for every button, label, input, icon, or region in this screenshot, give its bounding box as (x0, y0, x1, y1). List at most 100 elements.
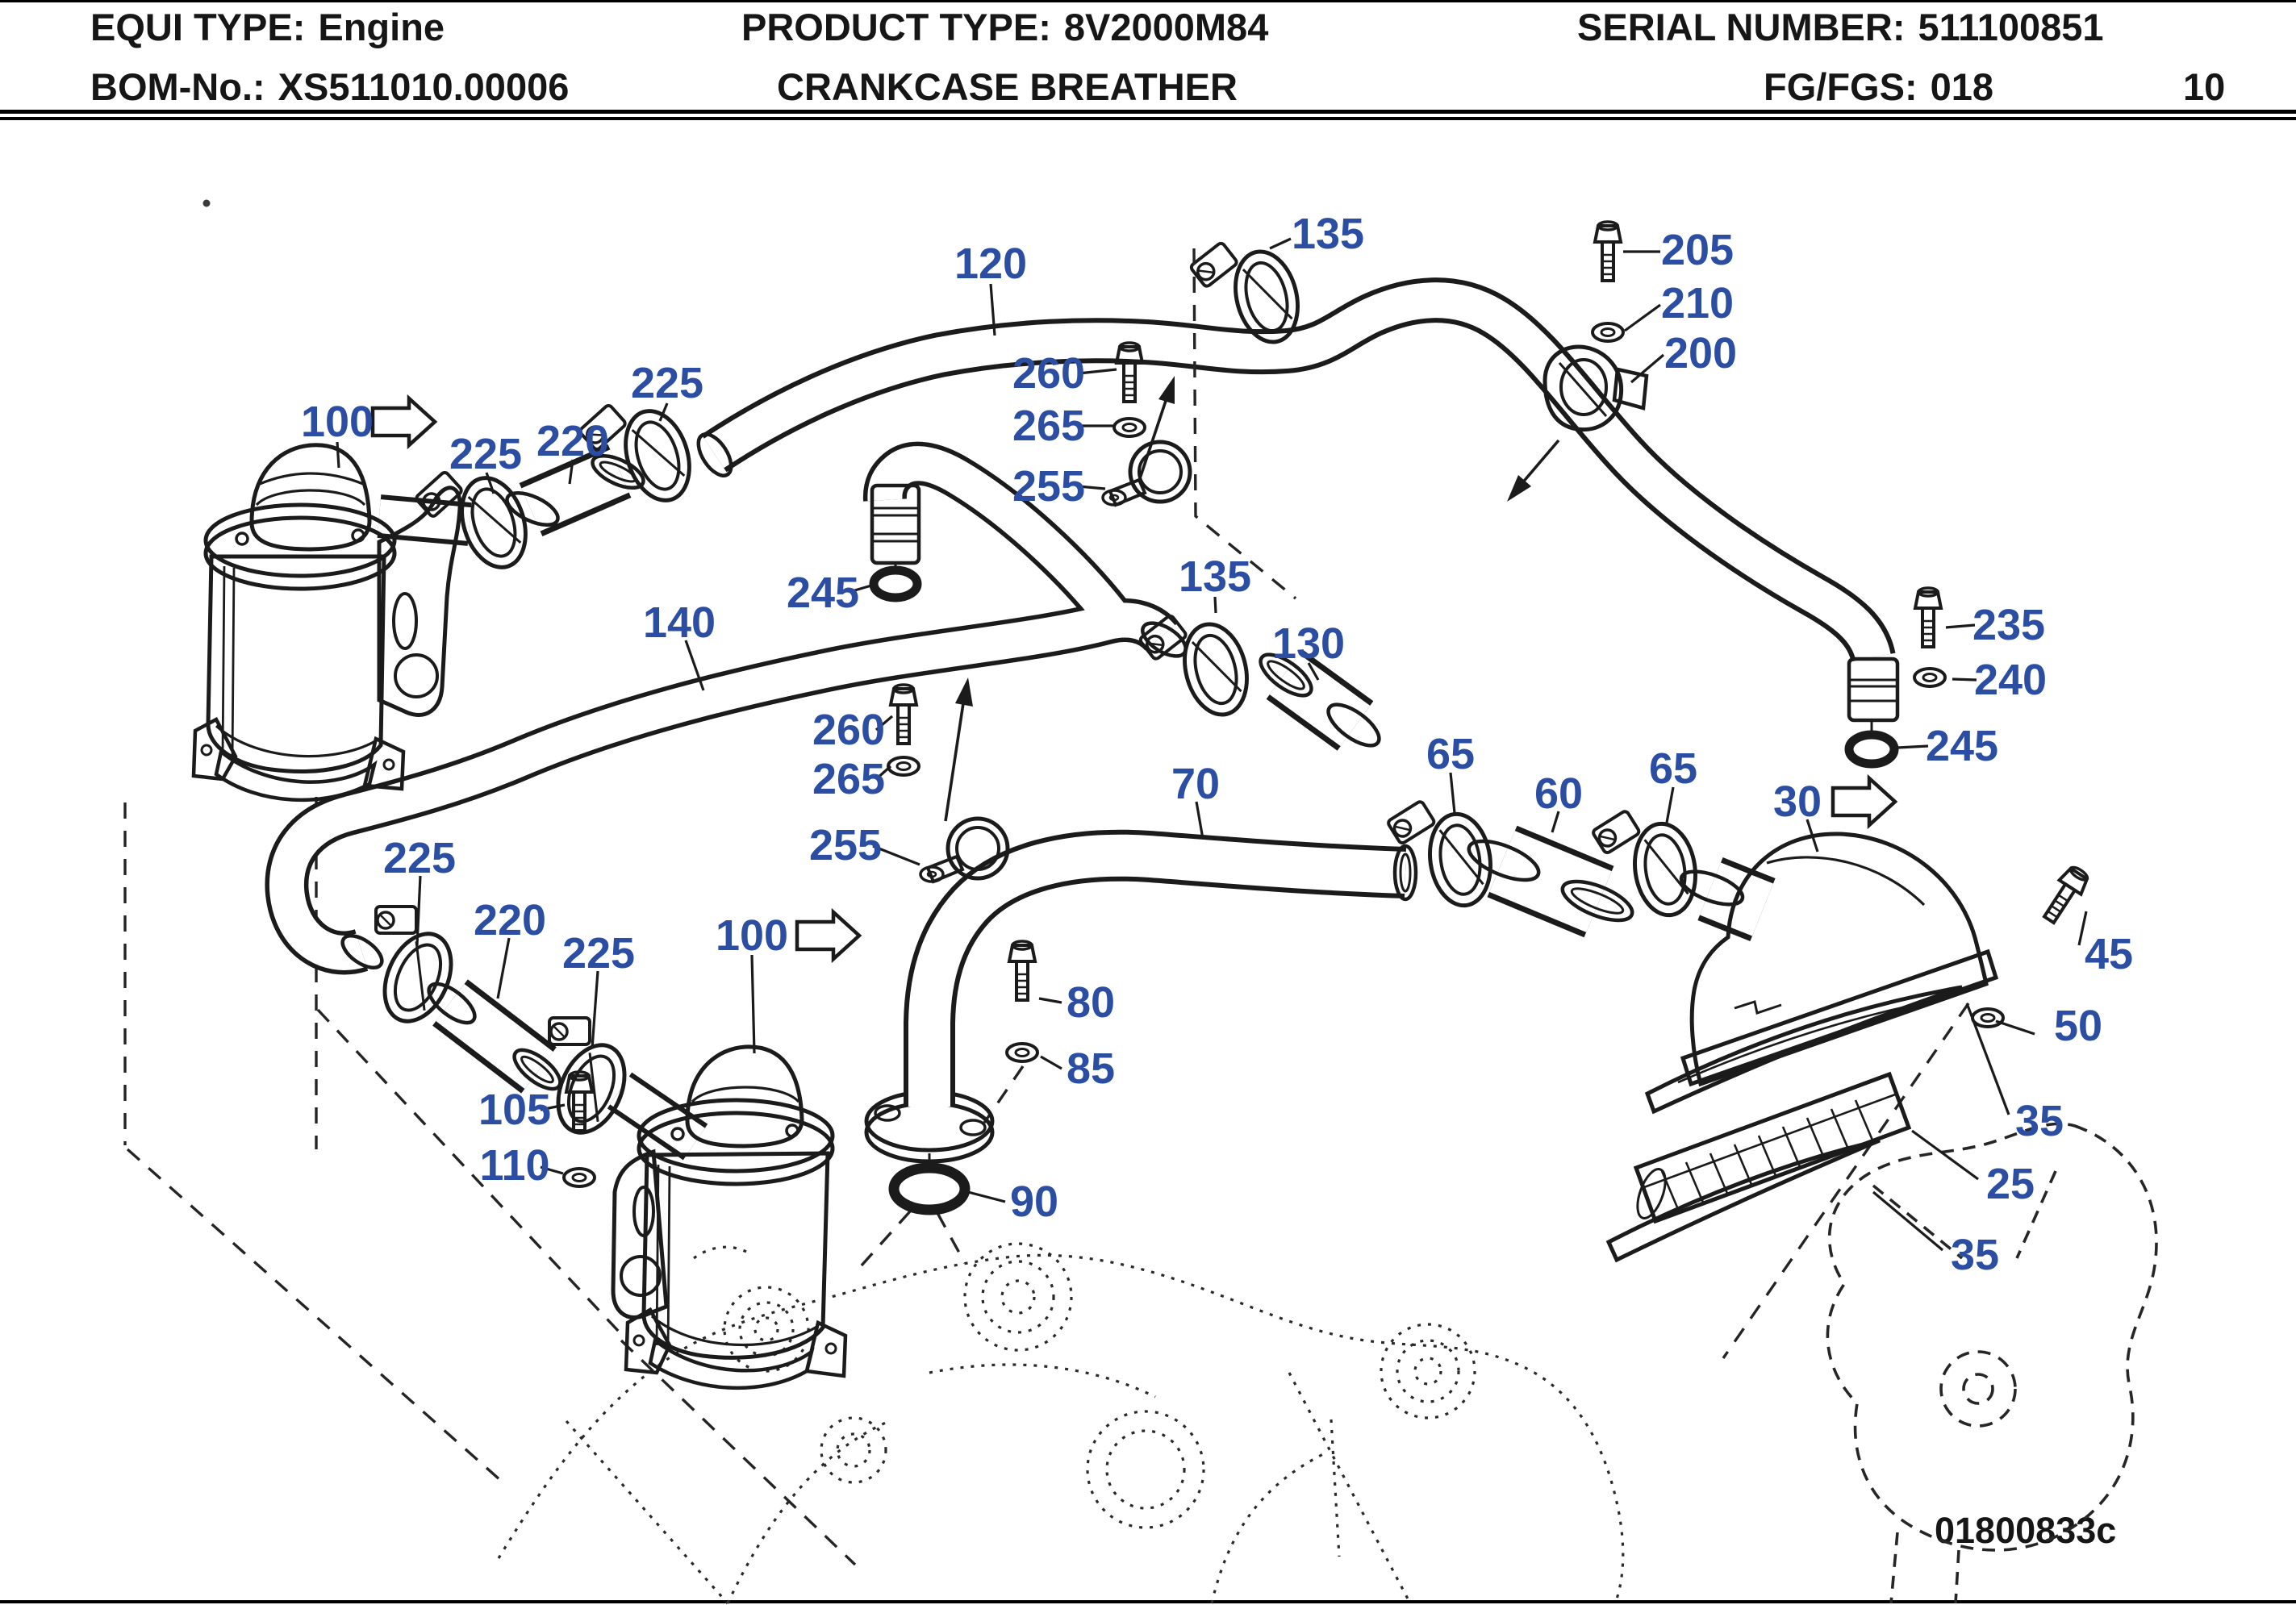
callout-120-120: 120 (954, 240, 1028, 288)
callout-240-240: 240 (1973, 656, 2048, 704)
flange-bolt-hole (959, 1119, 987, 1136)
vent-pipe-140 (265, 441, 1188, 975)
callout-220-220a: 220 (536, 417, 610, 465)
clamp-135-dashed-link (1192, 248, 1297, 600)
product-type-field: PRODUCT TYPE: 8V2000M84 (741, 8, 1268, 46)
product-type-label: PRODUCT TYPE: (741, 6, 1051, 48)
serial-number-field: SERIAL NUMBER: 511100851 (1577, 8, 2104, 46)
washer-265-lower (887, 756, 920, 777)
separator-gasket-lower (1605, 1138, 1881, 1263)
callout-30-30: 30 (1772, 777, 1822, 826)
callout-105-105: 105 (478, 1086, 552, 1134)
washer-240 (1913, 667, 1947, 688)
callout-225-225b: 225 (630, 359, 704, 407)
callout-100-100b: 100 (715, 911, 789, 960)
bom-number-label: BOM-No.: (90, 65, 265, 108)
engine-mount-dashed-outline (1826, 1122, 2158, 1604)
callout-50-50: 50 (2053, 1002, 2103, 1050)
vent-hose-120 (696, 277, 1896, 663)
fg-fgs-label: FG/FGS: (1764, 65, 1918, 108)
o-ring-245-right (1844, 730, 1899, 769)
washer-210 (1591, 322, 1625, 343)
callout-45-45: 45 (2084, 930, 2134, 978)
product-type-value: 8V2000M84 (1063, 6, 1269, 48)
callout-265-265up: 265 (1012, 402, 1086, 450)
callout-65-65a: 65 (1426, 730, 1476, 778)
callout-70-70: 70 (1171, 760, 1221, 808)
serial-number-value: 511100851 (1918, 6, 2104, 48)
page-number: 10 (2183, 65, 2226, 108)
callout-85-85: 85 (1066, 1044, 1116, 1093)
pipe-70 (904, 829, 1418, 1107)
callout-35-35b: 35 (1950, 1231, 2000, 1279)
callout-65-65b: 65 (1648, 744, 1698, 793)
equi-type-label: EQUI TYPE: (90, 6, 306, 48)
pipe-clamp-255-upper (1103, 442, 1190, 505)
callout-225-225d: 225 (561, 929, 636, 978)
fg-fgs-field: FG/FGS:018 (1764, 68, 1993, 106)
washer-265-upper (1113, 417, 1146, 438)
callout-135-135top: 135 (1291, 210, 1365, 258)
washer-85 (1005, 1042, 1039, 1063)
callout-255-255up: 255 (1012, 462, 1086, 511)
hose-220-upper (505, 444, 645, 536)
block-arrow-30 (1831, 773, 1898, 830)
separator-element-25 (1633, 1071, 1912, 1224)
stray-dot (202, 199, 211, 207)
bom-number-field: BOM-No.: XS511010.00006 (90, 68, 569, 106)
serial-number-label: SERIAL NUMBER: (1577, 6, 1906, 48)
o-ring-90 (888, 1162, 971, 1215)
hose-220-lower (427, 979, 562, 1094)
callout-225-225a: 225 (449, 430, 523, 478)
flange-bolt-hole (874, 1104, 901, 1122)
callout-260-260up: 260 (1012, 349, 1086, 398)
callout-260-260lo: 260 (812, 706, 886, 754)
callout-25-25: 25 (1985, 1160, 2035, 1208)
callout-60-60: 60 (1534, 769, 1584, 818)
pointer-arrows (944, 376, 1560, 822)
hose-60 (1467, 825, 1634, 938)
separator-gasket-upper (1644, 985, 1963, 1115)
callout-135-135mid: 135 (1178, 552, 1252, 601)
pipe-clamp-255-lower (920, 819, 1008, 882)
page-title: CRANKCASE BREATHER (777, 65, 1238, 108)
callout-80-80: 80 (1066, 978, 1116, 1027)
callout-210-210: 210 (1660, 279, 1735, 327)
breather-assembly-1 (191, 443, 462, 802)
block-arrows (370, 394, 1898, 964)
o-ring-245-mid (869, 565, 922, 602)
callout-235-235: 235 (1972, 601, 2046, 649)
equi-type-field: EQUI TYPE:Engine (90, 8, 445, 46)
clamp-bracket-200 (1542, 344, 1649, 432)
callout-245-245r: 245 (1925, 722, 1999, 770)
header-rule-lower (0, 117, 2296, 120)
callout-225-225c: 225 (382, 834, 457, 882)
callout-140-140: 140 (642, 598, 716, 647)
washer-50 (1971, 1007, 2005, 1028)
screw-260-upper (1115, 341, 1144, 403)
callout-255-255lo: 255 (808, 821, 883, 869)
block-arrow-100-top (370, 394, 438, 450)
callout-205-205: 205 (1660, 226, 1735, 274)
breather-assembly-2 (611, 1044, 848, 1390)
screw-80 (1008, 940, 1037, 1002)
breather-1-outlet-stub (377, 494, 472, 546)
leader-lines (336, 237, 2088, 1252)
block-arrow-100-bottom (795, 907, 862, 964)
hose-130 (1259, 649, 1381, 751)
callout-110-110: 110 (479, 1141, 550, 1190)
bom-number-value: XS511010.00006 (278, 65, 570, 108)
callout-130-130: 130 (1271, 619, 1346, 668)
crankcase-dotted-outline (497, 1242, 1625, 1605)
hose-120-end-fitting (1847, 657, 1900, 723)
bottom-border-rule (0, 1600, 2296, 1603)
screw-235 (1914, 586, 1943, 648)
washer-110 (562, 1167, 596, 1188)
callout-35-35a: 35 (2014, 1097, 2064, 1145)
callout-265-265lo: 265 (812, 755, 886, 803)
header-rule-upper (0, 110, 2296, 114)
top-border-rule (0, 0, 2296, 2)
callout-245-245mid: 245 (786, 569, 860, 617)
